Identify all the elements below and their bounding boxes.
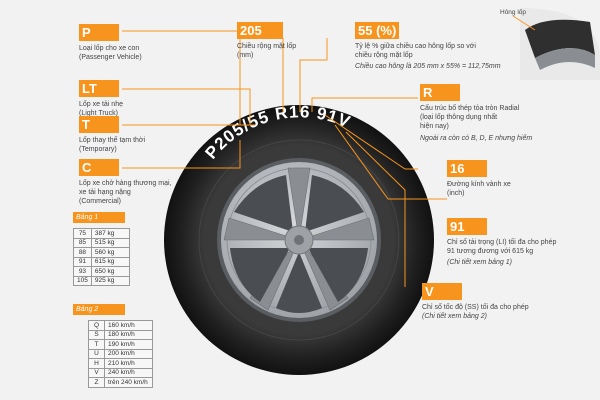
sidewall-label: Hông lốp	[500, 9, 527, 16]
width-badge: 205	[237, 22, 283, 39]
rim-diameter-badge: 16	[447, 160, 487, 177]
tire-groove	[198, 139, 400, 341]
load-index-value: 515 kg	[90, 237, 130, 248]
rim-windows	[230, 175, 368, 313]
construction-badge: R	[420, 84, 460, 101]
code-t-description: Lốp thay thế tạm thời (Temporary)	[79, 137, 146, 153]
code-c-badge: C	[79, 159, 119, 176]
load-index-key: 91	[73, 256, 92, 267]
code-t-badge: T	[79, 116, 119, 133]
speed-rating-description: Chỉ số tốc độ (SS) tối đa cho phép (Chi …	[422, 304, 529, 320]
table1-title: Bảng 1	[73, 212, 125, 223]
load-index-key: 93	[73, 266, 92, 277]
code-c-description: Lốp xe chở hàng thương mại, xe tải hạng …	[79, 180, 172, 205]
speed-rating-value: trên 240 km/h	[104, 377, 153, 388]
code-p-description: Loại lốp cho xe con (Passenger Vehicle)	[79, 45, 142, 61]
code-lt-badge: LT	[79, 80, 119, 97]
speed-rating-key: S	[88, 329, 105, 340]
leader-lines	[122, 30, 447, 287]
code-p-badge: P	[79, 24, 119, 41]
load-index-key: 85	[73, 237, 92, 248]
speed-rating-key: V	[88, 367, 105, 378]
load-index-key: 88	[73, 247, 92, 258]
speed-rating-value: 240 km/h	[104, 367, 153, 378]
speed-rating-badge: V	[422, 283, 462, 300]
aspect-ratio-description: Tỷ lệ % giữa chiều cao hông lốp so với c…	[355, 43, 501, 70]
speed-rating-key: U	[88, 348, 105, 359]
speed-rating-value: 180 km/h	[104, 329, 153, 340]
speed-rating-key: Q	[88, 320, 105, 331]
code-lt-description: Lốp xe tải nhẹ (Light Truck)	[79, 101, 123, 117]
speed-rating-value: 210 km/h	[104, 358, 153, 369]
width-description: Chiều rộng mặt lốp (mm)	[237, 43, 297, 59]
load-index-value: 560 kg	[90, 247, 130, 258]
speed-rating-value: 190 km/h	[104, 339, 153, 350]
load-index-value: 615 kg	[90, 256, 130, 267]
load-index-description: Chỉ số tải trọng (LI) tối đa cho phép 91…	[447, 239, 557, 266]
load-index-key: 75	[73, 228, 92, 239]
load-index-badge: 91	[447, 218, 487, 235]
speed-rating-value: 200 km/h	[104, 348, 153, 359]
load-index-value: 925 kg	[90, 275, 130, 286]
rim-diameter-description: Đường kính vành xe (inch)	[447, 181, 511, 197]
speed-rating-key: Z	[88, 377, 105, 388]
speed-rating-value: 160 km/h	[104, 320, 153, 331]
load-index-value: 650 kg	[90, 266, 130, 277]
construction-description: Cấu trúc bố thép tỏa tròn Radial (loại l…	[420, 105, 533, 142]
load-index-key: 105	[73, 275, 92, 286]
speed-rating-key: T	[88, 339, 105, 350]
sidewall-inset	[512, 8, 600, 80]
aspect-ratio-badge: 55 (%)	[355, 22, 399, 39]
hub-center	[294, 235, 304, 245]
load-index-value: 387 kg	[90, 228, 130, 239]
speed-rating-key: H	[88, 358, 105, 369]
table2-title: Bảng 2	[73, 304, 125, 315]
